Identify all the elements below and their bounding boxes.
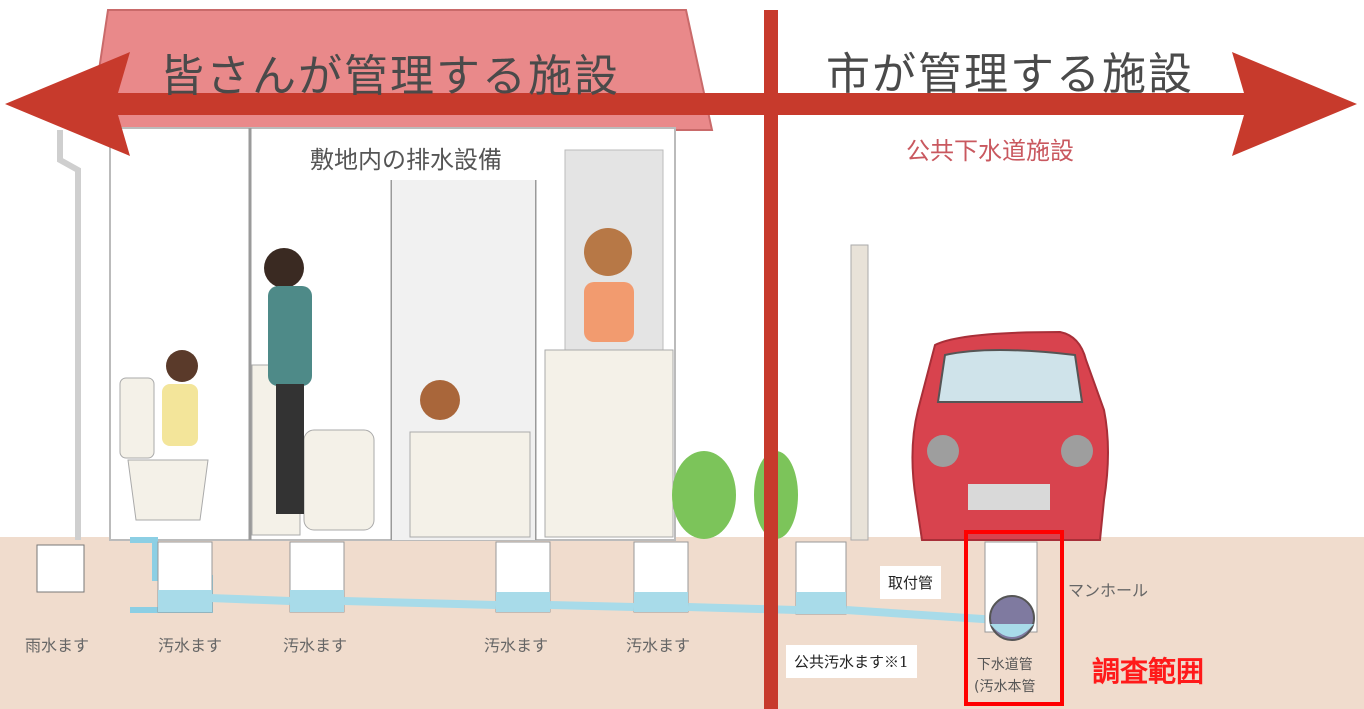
boundary-line — [764, 10, 778, 709]
arrow-head-right — [1232, 52, 1357, 156]
subheader-public-sewer: 公共下水道施設 — [906, 137, 1074, 165]
man-body — [268, 286, 312, 386]
child-head — [166, 350, 198, 382]
utility-pole — [850, 244, 869, 541]
drain-pipe — [209, 594, 291, 605]
header-residents-managed: 皆さんが管理する施設 — [160, 51, 620, 102]
woman-body — [584, 282, 634, 342]
label-sewage-basin: 汚水ます — [484, 636, 549, 655]
car-headlight-left — [927, 435, 959, 467]
label-sewage-basin: 汚水ます — [626, 636, 691, 655]
toilet-tank — [119, 377, 155, 459]
label-attachment-pipe: 取付管 — [880, 566, 942, 599]
header-city-managed: 市が管理する施設 — [826, 49, 1194, 100]
shrub-left — [672, 451, 736, 539]
survey-area-box — [964, 530, 1064, 706]
washing-machine — [303, 429, 375, 531]
man-legs — [276, 384, 304, 514]
rain-basin — [36, 544, 85, 593]
bathtub — [409, 431, 531, 538]
subheader-onsite-drainage: 敷地内の排水設備 — [310, 146, 502, 174]
label-rain-basin: 雨水ます — [25, 636, 90, 655]
child-body — [162, 384, 198, 446]
woman-head — [584, 228, 632, 276]
label-survey-area: 調査範囲 — [1092, 655, 1205, 688]
car-headlight-right — [1061, 435, 1093, 467]
man-head — [264, 248, 304, 288]
rain-gutter-pipe — [57, 130, 81, 540]
girl-head — [420, 380, 460, 420]
arrow-shaft — [60, 93, 1300, 115]
attachment-pipe — [845, 606, 999, 624]
label-sewer-line-2: (汚水本管 — [974, 679, 1036, 695]
label-manhole: マンホール — [1068, 581, 1149, 600]
car-bumper — [968, 484, 1050, 510]
label-sewer-line-1: 下水道管 — [976, 657, 1033, 673]
label-sewage-basin: 汚水ます — [283, 636, 348, 655]
label-sewage-basin: 汚水ます — [158, 636, 223, 655]
toilet — [127, 459, 209, 521]
label-sewer-main: 下水道管 (汚水本管 — [974, 654, 1035, 698]
label-public-sewage-basin: 公共汚水ます※1 — [786, 645, 917, 678]
kitchen-counter — [544, 349, 674, 538]
arrow-head-left — [5, 52, 130, 156]
car-window — [936, 349, 1084, 403]
